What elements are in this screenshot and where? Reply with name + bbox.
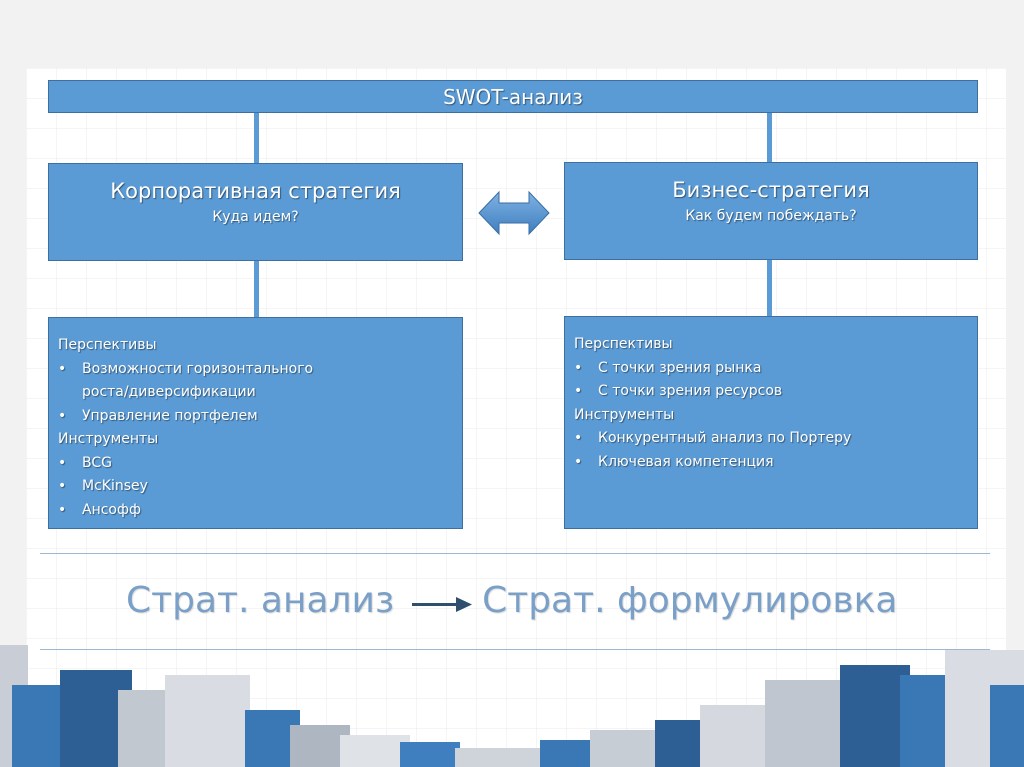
list-item-text: Конкурентный анализ по Портеру [598,430,852,446]
bullet-icon: • [58,501,67,518]
flow-from: Страт. анализ [126,580,395,621]
list-item-text: McKinsey [82,478,148,494]
double-arrow-icon [478,190,550,236]
list-header: Инструменты [574,406,675,423]
connector-title-corporate [254,113,259,163]
list-header: Инструменты [58,431,159,447]
list-item-text: Ключевая компетенция [598,453,774,470]
list-header: Перспективы [58,337,157,353]
arrow-right-icon [412,596,473,612]
separator-line [40,649,990,650]
business-strategy-box: Бизнес-стратегия Как будем побеждать? [564,162,978,260]
list-item-text: С точки зрения рынка [598,359,762,376]
flow-caption: Страт. анализ Страт. формулировка [126,580,897,621]
list-header: Перспективы [574,336,673,352]
list-item: • BCG [58,452,462,476]
list-item: • McKinsey [58,475,462,499]
list-item-text: Ансофф [82,501,141,518]
bullet-icon: • [58,407,67,424]
corporate-strategy-question: Куда идем? [212,209,299,225]
business-strategy-heading: Бизнес-стратегия [672,178,870,202]
corporate-strategy-heading: Корпоративная стратегия [110,179,401,203]
list-item: • Ключевая компетенция [574,451,977,475]
list-item: • Конкурентный анализ по Портеру [574,427,977,451]
swot-title-box: SWOT-анализ [48,80,978,113]
bullet-icon: • [574,383,583,399]
bullet-icon: • [574,359,583,376]
bullet-icon: • [574,453,583,470]
list-item-text: С точки зрения ресурсов [598,383,783,399]
bullet-icon: • [58,478,67,494]
bullet-icon: • [574,430,583,446]
list-item: • Ансофф [58,499,462,523]
bullet-icon: • [58,454,67,471]
separator-line [40,553,990,554]
list-item: • С точки зрения рынка [574,357,977,381]
business-strategy-question: Как будем побеждать? [685,208,857,224]
swot-title: SWOT-анализ [443,85,583,109]
list-item: • С точки зрения ресурсов [574,380,977,404]
business-details-box: Перспективы • С точки зрения рынка • С точ… [564,316,978,529]
list-item: • Управление портфелем [58,405,462,429]
list-item-text: BCG [82,454,112,471]
connector-corporate-list [254,261,259,317]
bullet-icon: • [58,360,67,377]
list-item-continuation: роста/диверсификации [82,384,256,400]
connector-title-business [767,113,772,162]
list-item-text: Возможности горизонтального [82,360,314,377]
flow-to: Страт. формулировка [482,580,898,621]
corporate-details-box: Перспективы • Возможности горизонтального… [48,317,463,529]
cityscape-decoration [0,645,1024,767]
corporate-strategy-box: Корпоративная стратегия Куда идем? [48,163,463,261]
connector-business-list [767,260,772,316]
list-item-text: Управление портфелем [82,407,258,424]
list-item: • Возможности горизонтального [58,358,462,382]
